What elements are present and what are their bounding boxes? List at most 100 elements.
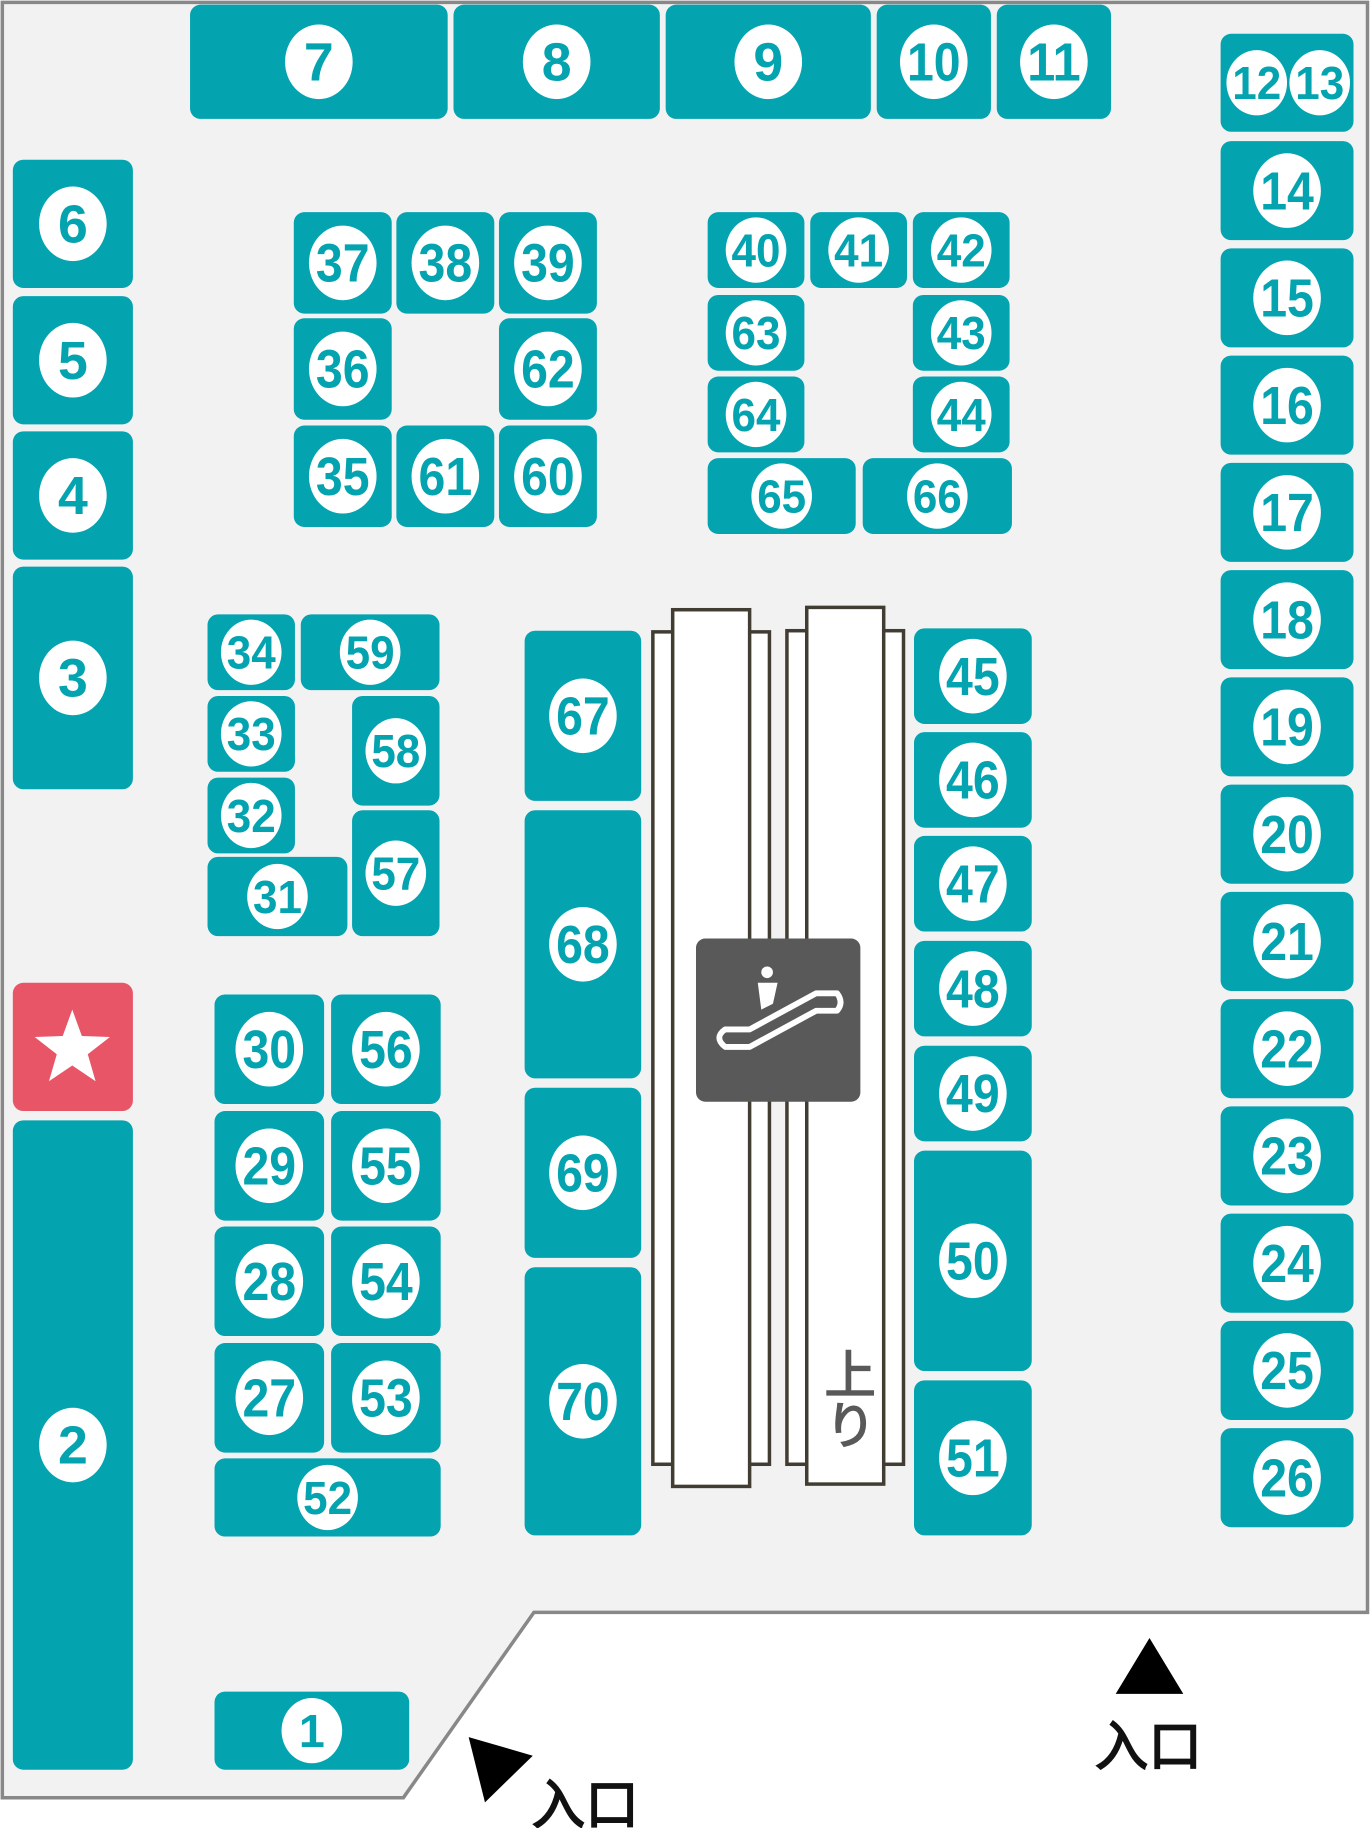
- booth-63[interactable]: 63: [707, 294, 805, 371]
- booth-47[interactable]: 47: [914, 835, 1032, 932]
- booth-number: 30: [242, 1020, 296, 1080]
- booth-45[interactable]: 45: [914, 628, 1032, 724]
- booth-23[interactable]: 23: [1220, 1106, 1354, 1206]
- booth-70[interactable]: 70: [524, 1267, 642, 1536]
- booth-number: 27: [242, 1368, 296, 1428]
- booth-8[interactable]: 8: [453, 4, 660, 119]
- booth-56[interactable]: 56: [331, 994, 441, 1105]
- booth-29[interactable]: 29: [214, 1111, 325, 1221]
- booth-19[interactable]: 19: [1220, 677, 1354, 777]
- booth-number: 47: [946, 854, 1000, 914]
- booth-26[interactable]: 26: [1220, 1428, 1354, 1528]
- booth-number: 28: [242, 1252, 296, 1312]
- booth-51[interactable]: 51: [914, 1380, 1032, 1536]
- booth-58[interactable]: 58: [352, 695, 440, 806]
- booth-number: 33: [227, 708, 276, 760]
- booth-4[interactable]: 4: [12, 431, 133, 560]
- booth-number: 29: [242, 1136, 296, 1196]
- booth-68[interactable]: 68: [524, 810, 642, 1079]
- booth-17[interactable]: 17: [1220, 462, 1354, 562]
- booth-27[interactable]: 27: [214, 1343, 325, 1453]
- booth-54[interactable]: 54: [331, 1226, 441, 1337]
- booth-33[interactable]: 33: [207, 695, 295, 772]
- booth-28[interactable]: 28: [214, 1226, 325, 1337]
- booth-9[interactable]: 9: [665, 4, 871, 119]
- booth-20[interactable]: 20: [1220, 784, 1354, 884]
- booth-52[interactable]: 52: [214, 1458, 441, 1537]
- booth-62[interactable]: 62: [498, 318, 597, 420]
- highlight-booth[interactable]: [12, 982, 133, 1112]
- booth-31[interactable]: 31: [207, 856, 348, 937]
- booth-number-badge: [39, 1407, 107, 1483]
- booth-1[interactable]: 1: [214, 1691, 410, 1770]
- booth-24[interactable]: 24: [1220, 1213, 1354, 1313]
- booth-number: 3: [58, 649, 88, 709]
- booth-7[interactable]: 7: [190, 4, 448, 119]
- booth-49[interactable]: 49: [914, 1045, 1032, 1142]
- booth-64[interactable]: 64: [707, 376, 805, 453]
- booth-number-badge: [1253, 582, 1321, 657]
- booth-21[interactable]: 21: [1220, 891, 1354, 991]
- booth-number-badge: [297, 1464, 358, 1531]
- booth-2[interactable]: 2: [12, 1120, 133, 1770]
- booth-30[interactable]: 30: [214, 994, 325, 1105]
- booth-3[interactable]: 3: [12, 566, 133, 790]
- booth-32[interactable]: 32: [207, 777, 295, 854]
- booth-25[interactable]: 25: [1220, 1320, 1354, 1420]
- booth-number: 32: [227, 790, 276, 842]
- booth-39[interactable]: 39: [498, 212, 597, 314]
- entrance-right[interactable]: 入口: [1095, 1637, 1202, 1778]
- booth-number-badge: [725, 300, 787, 366]
- booth-15[interactable]: 15: [1220, 248, 1354, 348]
- booth-number-badge: [939, 951, 1007, 1026]
- booth-60[interactable]: 60: [498, 425, 597, 527]
- booth-43[interactable]: 43: [912, 294, 1010, 371]
- booth-61[interactable]: 61: [396, 425, 495, 527]
- booth-46[interactable]: 46: [914, 732, 1032, 828]
- booth-50[interactable]: 50: [914, 1150, 1032, 1371]
- booth-67[interactable]: 67: [524, 630, 642, 801]
- booth-number-badge: [939, 1420, 1007, 1496]
- booth-number: 8: [542, 32, 572, 92]
- booth-34[interactable]: 34: [207, 614, 295, 691]
- booth-40[interactable]: 40: [707, 212, 805, 288]
- booth-6[interactable]: 6: [12, 159, 133, 288]
- booth-69[interactable]: 69: [524, 1087, 642, 1258]
- booth-42[interactable]: 42: [912, 212, 1010, 288]
- booth-number: 6: [58, 194, 88, 254]
- booth-number: 44: [937, 389, 986, 441]
- booth-38[interactable]: 38: [396, 212, 495, 314]
- booth-number: 55: [359, 1136, 413, 1196]
- booth-number-badge: [220, 701, 282, 767]
- booth-59[interactable]: 59: [300, 614, 440, 691]
- booth-65[interactable]: 65: [707, 458, 856, 534]
- booth-57[interactable]: 57: [352, 810, 440, 937]
- booth-number: 10: [907, 32, 961, 92]
- booth-number-badge: [1253, 367, 1321, 443]
- booth-number: 25: [1260, 1341, 1314, 1401]
- booth-35[interactable]: 35: [293, 425, 392, 527]
- booth-37[interactable]: 37: [293, 212, 392, 314]
- star-icon: [34, 1009, 110, 1082]
- booth-number: 12: [1232, 57, 1281, 109]
- booth-14[interactable]: 14: [1220, 141, 1354, 241]
- booth-number-badge: [1226, 50, 1288, 116]
- booth-36[interactable]: 36: [293, 318, 392, 420]
- booth-16[interactable]: 16: [1220, 355, 1354, 455]
- booth-41[interactable]: 41: [810, 212, 908, 288]
- booth-53[interactable]: 53: [331, 1343, 441, 1453]
- booth-55[interactable]: 55: [331, 1111, 441, 1221]
- booth-48[interactable]: 48: [914, 940, 1032, 1037]
- entrance-left[interactable]: 入口: [468, 1737, 639, 1828]
- booth-number: 50: [946, 1231, 1000, 1291]
- booth-5[interactable]: 5: [12, 296, 133, 425]
- booth-number-badge: [514, 438, 582, 514]
- booth-number: 38: [419, 234, 473, 294]
- booth-44[interactable]: 44: [912, 376, 1010, 453]
- booth-10[interactable]: 10: [876, 4, 991, 119]
- booth-22[interactable]: 22: [1220, 999, 1354, 1099]
- booth-66[interactable]: 66: [862, 458, 1012, 534]
- booth-18[interactable]: 18: [1220, 570, 1354, 670]
- booth-11[interactable]: 11: [996, 4, 1112, 119]
